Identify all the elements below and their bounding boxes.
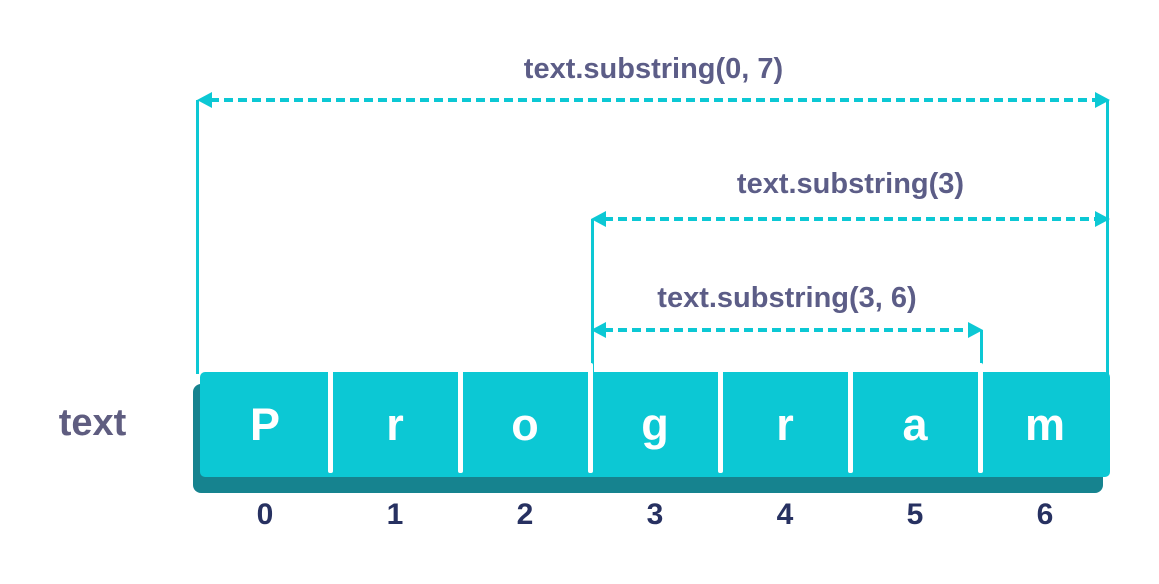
char-letter: r (386, 399, 404, 450)
index-label-2: 2 (516, 498, 534, 531)
cell-divider (978, 363, 983, 473)
char-cell-0: P (200, 372, 330, 477)
char-letter: g (641, 399, 669, 450)
connector-line-index-3 (591, 219, 594, 374)
dashed-line (210, 98, 1097, 102)
char-letter: r (776, 399, 794, 450)
cell-divider (328, 363, 333, 473)
char-letter: a (902, 399, 928, 450)
arrow-substring-3-6 (591, 322, 983, 338)
variable-name-label: text (58, 402, 127, 444)
index-row: 0 1 2 3 4 5 6 (200, 498, 1110, 532)
dashed-line (604, 328, 970, 332)
char-cell-5: a (850, 372, 980, 477)
arrowhead-left-icon (197, 92, 212, 108)
arrowhead-left-icon (591, 322, 606, 338)
char-cell-3: g (590, 372, 720, 477)
char-cell-4: r (720, 372, 850, 477)
arrowhead-right-icon (1095, 92, 1110, 108)
arrowhead-right-icon (968, 322, 983, 338)
cell-divider (458, 363, 463, 473)
char-letter: P (249, 399, 280, 450)
char-cell-6: m (980, 372, 1110, 477)
annotation-label-substring-3: text.substring(3) (736, 168, 965, 200)
connector-line-index-0 (196, 100, 199, 374)
char-letter: m (1024, 399, 1065, 450)
annotation-label-substring-0-7: text.substring(0, 7) (523, 53, 784, 85)
dashed-line (604, 217, 1097, 221)
arrow-substring-0-7 (197, 92, 1110, 108)
connector-line-index-6 (980, 330, 983, 374)
index-label-3: 3 (646, 498, 664, 531)
annotation-label-substring-3-6: text.substring(3, 6) (657, 282, 917, 314)
index-label-1: 1 (386, 498, 404, 531)
char-cell-2: o (460, 372, 590, 477)
index-label-6: 6 (1036, 498, 1054, 531)
cell-divider (718, 363, 723, 473)
string-band: P r o g r a m (200, 372, 1110, 477)
cell-divider (588, 363, 593, 473)
arrowhead-left-icon (591, 211, 606, 227)
index-label-5: 5 (906, 498, 924, 531)
index-label-4: 4 (776, 498, 794, 531)
char-cell-1: r (330, 372, 460, 477)
index-label-0: 0 (256, 498, 274, 531)
connector-line-string-end (1106, 100, 1109, 374)
cell-divider (848, 363, 853, 473)
arrow-substring-3 (591, 211, 1110, 227)
arrowhead-right-icon (1095, 211, 1110, 227)
char-letter: o (511, 399, 539, 450)
